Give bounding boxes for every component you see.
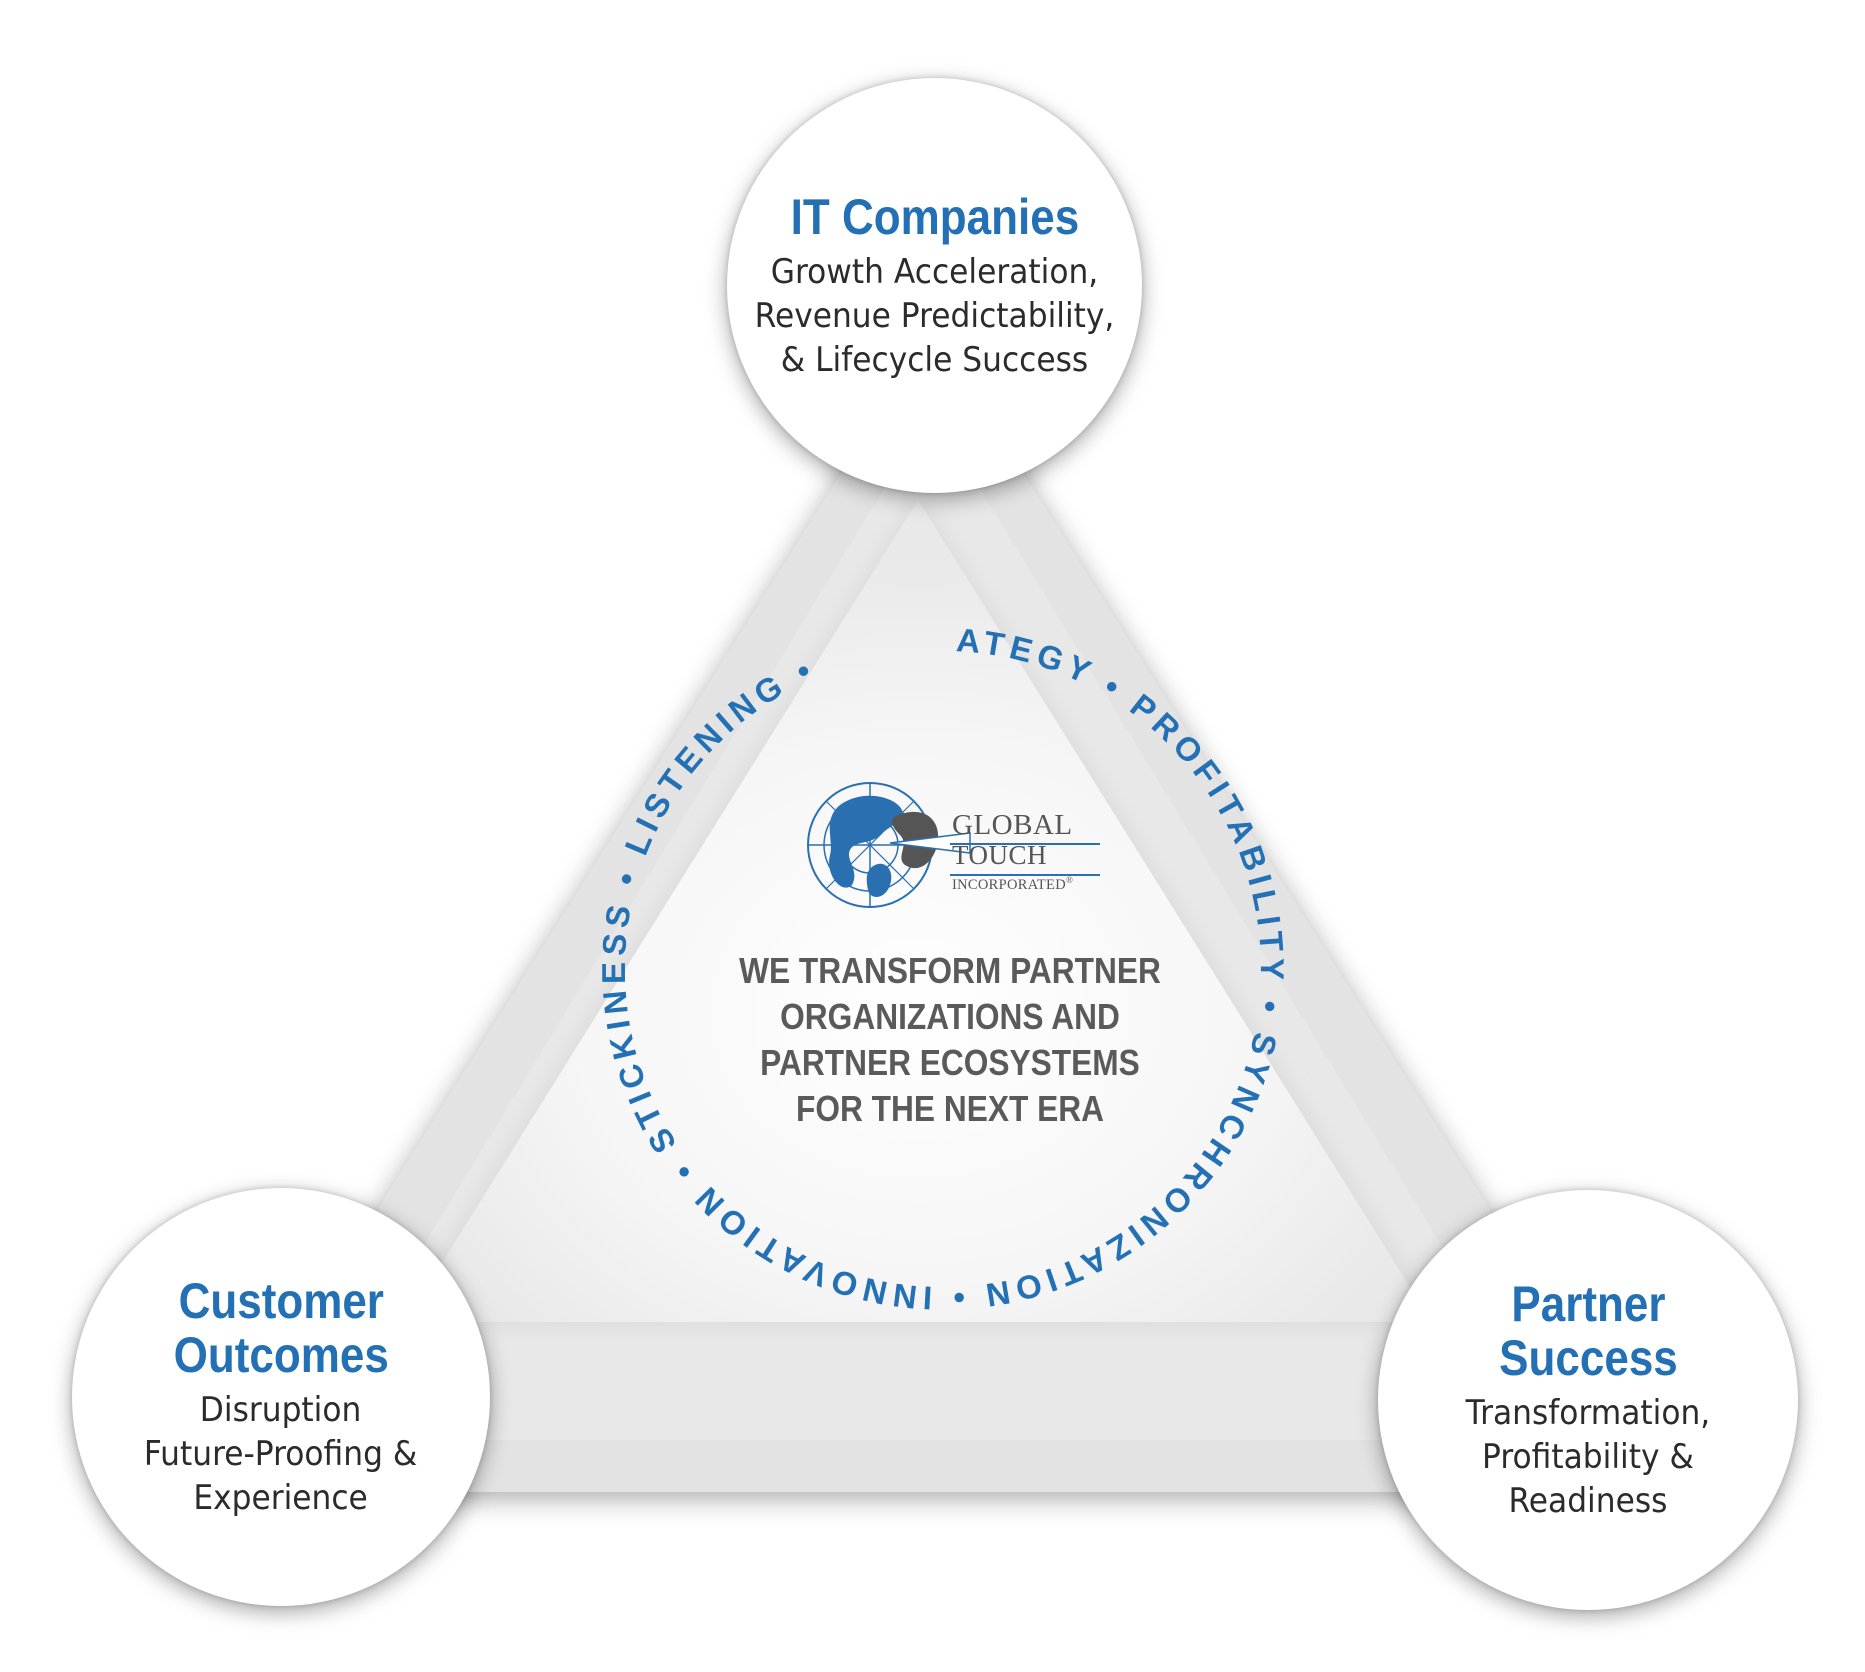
mission-line-1: WE TRANSFORM PARTNER — [739, 950, 1161, 991]
node-top-subtitle: Growth Acceleration, Revenue Predictabil… — [754, 251, 1115, 380]
company-logo: GLOBAL TOUCH INCORPORATED® — [804, 787, 1104, 899]
logo-rule-2 — [950, 874, 1100, 876]
mission-line-3: PARTNER ECOSYSTEMS — [760, 1042, 1140, 1083]
node-left-subtitle: Disruption Future-Proofing & Experience — [144, 1390, 418, 1518]
logo-line-touch: TOUCH — [952, 840, 1048, 870]
triangle-inner — [405, 500, 1432, 1322]
ring-separator-dot: • — [1248, 984, 1290, 1036]
mission-line-2: ORGANIZATIONS AND — [780, 996, 1120, 1037]
node-right-subtitle: Transformation, Profitability & Readines… — [1465, 1393, 1711, 1521]
ring-separator-dot: • — [933, 1278, 982, 1317]
logo-line-global: GLOBAL — [952, 809, 1073, 841]
logo-line-incorporated: INCORPORATED® — [952, 875, 1073, 894]
mission-line-4: FOR THE NEXT ERA — [795, 1088, 1104, 1129]
node-partner-success: Partner Success Transformation, Profitab… — [1378, 1190, 1798, 1610]
node-left-title: Customer Outcomes — [173, 1273, 389, 1383]
node-right-title: Partner Success — [1498, 1276, 1678, 1386]
registered-mark: ® — [1065, 875, 1074, 885]
mission-statement: WE TRANSFORM PARTNER ORGANIZATIONS AND P… — [712, 948, 1187, 1132]
logo-rule-1 — [950, 843, 1100, 845]
node-top-title: IT Companies — [790, 188, 1079, 245]
logo-incorporated-text: INCORPORATED — [952, 876, 1066, 893]
node-it-companies: IT Companies Growth Acceleration, Revenu… — [727, 78, 1142, 493]
globe-logo-icon — [807, 782, 971, 908]
node-customer-outcomes: Customer Outcomes Disruption Future-Proo… — [72, 1188, 490, 1606]
